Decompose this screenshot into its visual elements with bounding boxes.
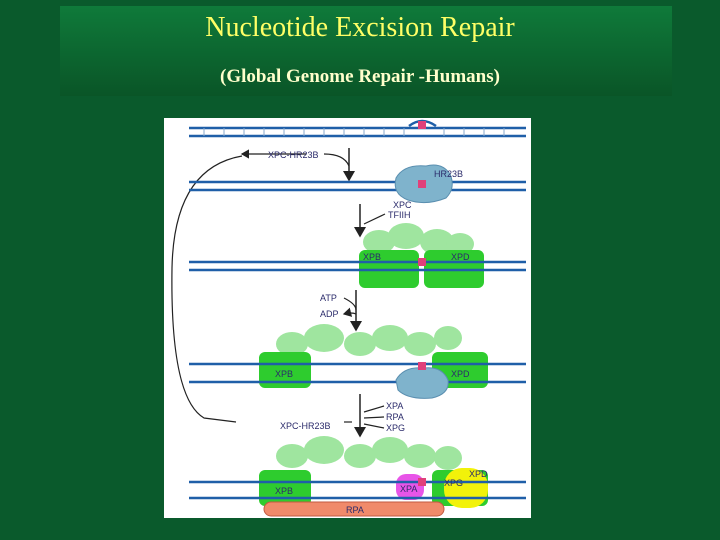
label-xpb-1: XPB (363, 252, 381, 262)
label-xpc-hr23b-out: XPC-HR23B (280, 421, 331, 431)
stage-2-xpc-bound: HR23B XPC (189, 164, 526, 210)
stage-1-dna (189, 119, 526, 138)
label-rpa-in: RPA (386, 412, 404, 422)
ner-diagram-svg: XPC-HR23B HR23B XPC TFIIH XPB XPD ATP AD… (171, 119, 526, 517)
label-xpc: XPC (393, 200, 412, 210)
label-xpg-3: XPG (444, 478, 463, 488)
lesion-icon (418, 180, 426, 188)
slide-subtitle: (Global Genome Repair -Humans) (220, 66, 500, 87)
xpb-subunit (259, 352, 311, 388)
label-xpa-3: XPA (400, 484, 417, 494)
lesion-icon (418, 121, 426, 129)
stage-3-tfiih: XPB XPD (189, 223, 526, 288)
label-adp: ADP (320, 309, 339, 319)
label-xpc-hr23b-top: XPC-HR23B (268, 150, 319, 160)
xpa-protein (396, 474, 424, 500)
ner-diagram: XPC-HR23B HR23B XPC TFIIH XPB XPD ATP AD… (164, 118, 531, 518)
lesion-icon (418, 362, 426, 370)
label-xpb-2: XPB (275, 369, 293, 379)
rpa-protein (263, 501, 445, 517)
lesion-icon (418, 478, 426, 486)
title-banner (60, 6, 672, 96)
label-xpb-3: XPB (275, 486, 293, 496)
label-rpa-3: RPA (346, 505, 364, 515)
label-xpa-in: XPA (386, 401, 403, 411)
lesion-icon (418, 258, 426, 266)
label-xpd-3: XPD (469, 469, 488, 479)
label-hr23b: HR23B (434, 169, 463, 179)
slide-title: Nucleotide Excision Repair (205, 12, 515, 43)
stage-5-preincision: XPB XPA XPG XPD RPA (189, 436, 526, 517)
label-tfiih: TFIIH (388, 210, 411, 220)
label-atp: ATP (320, 293, 337, 303)
label-xpd-1: XPD (451, 252, 470, 262)
label-xpd-2: XPD (451, 369, 470, 379)
stage-4-open-complex: XPB XPD (189, 324, 526, 399)
label-xpg-in: XPG (386, 423, 405, 433)
